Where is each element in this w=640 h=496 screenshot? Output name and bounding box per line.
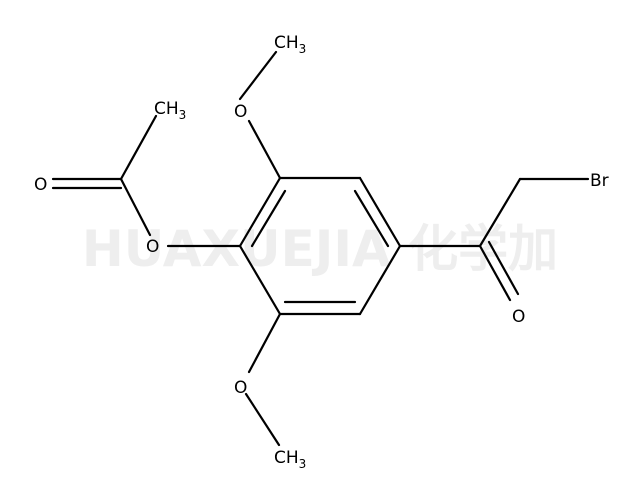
bond-ketone-double-a	[478, 244, 512, 302]
bond-ketone-c-ch2	[478, 177, 522, 248]
o-ester-label: O	[146, 237, 159, 257]
bond-o-ester-carbonyl-c	[119, 177, 152, 237]
bond-carbonyl-c-ch3	[119, 114, 158, 181]
bond-o-ch3-top	[238, 50, 278, 101]
benzene-ring	[238, 176, 402, 316]
bond-ring-o-top	[247, 119, 282, 180]
bond-ring-bottom-right	[358, 244, 402, 316]
o-methoxy-bottom-label: O	[234, 378, 247, 398]
bond-ring-bottom-left	[238, 244, 282, 316]
o-methoxy-top-label: O	[234, 102, 247, 122]
ch3-bottom-label: CH3	[274, 448, 306, 471]
bond-ring-top-left-inner	[250, 189, 287, 248]
bond-ring-top-right-inner	[353, 189, 390, 248]
bond-o-ch3-bottom	[244, 392, 281, 447]
o-carbonyl-acetyl-label: O	[34, 175, 47, 195]
bond-ring-top-left	[238, 176, 282, 248]
bond-ring-top-right	[358, 176, 402, 248]
bond-ring-o-bottom	[247, 312, 282, 374]
watermark: HUAXUEJIA 化学加	[82, 220, 558, 278]
o-ketone-label: O	[512, 307, 525, 327]
ch3-top-label: CH3	[274, 33, 306, 56]
ch3-acetyl-label: CH3	[154, 99, 186, 122]
bond-ketone-double-b	[487, 240, 520, 296]
br-label: Br	[590, 171, 609, 191]
